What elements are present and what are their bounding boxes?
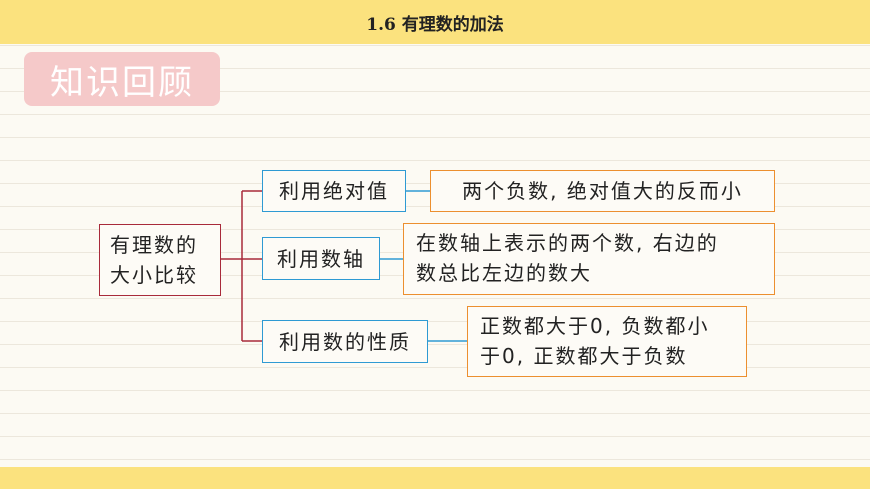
description-node-number-properties: 正数都大于0, 负数都小 于0, 正数都大于负数 bbox=[467, 306, 747, 377]
method-node-number-properties: 利用数的性质 bbox=[262, 320, 428, 363]
root-label-line-2: 大小比较 bbox=[110, 263, 198, 287]
description-line: 于0, 正数都大于负数 bbox=[480, 344, 688, 368]
method-node-absolute-value: 利用绝对值 bbox=[262, 170, 406, 212]
description-node-absolute-value: 两个负数, 绝对值大的反而小 bbox=[430, 170, 775, 212]
description-node-number-line: 在数轴上表示的两个数, 右边的 数总比左边的数大 bbox=[403, 223, 775, 295]
method-label: 利用数的性质 bbox=[279, 329, 411, 354]
root-label-line-1: 有理数的 bbox=[110, 233, 198, 257]
header-bar: 1.6 有理数的加法 bbox=[0, 0, 870, 44]
description-line: 两个负数, 绝对值大的反而小 bbox=[462, 179, 743, 203]
description-line: 正数都大于0, 负数都小 bbox=[480, 314, 710, 338]
method-label: 利用绝对值 bbox=[279, 179, 389, 203]
page-title: 1.6 有理数的加法 bbox=[366, 14, 504, 35]
method-label: 利用数轴 bbox=[277, 246, 365, 271]
section-tag-label: 知识回顾 bbox=[50, 62, 194, 103]
root-node: 有理数的 大小比较 bbox=[99, 224, 221, 296]
method-node-number-line: 利用数轴 bbox=[262, 237, 380, 280]
description-line: 在数轴上表示的两个数, 右边的 bbox=[416, 231, 719, 255]
footer-bar bbox=[0, 467, 870, 489]
section-tag: 知识回顾 bbox=[24, 52, 220, 106]
description-line: 数总比左边的数大 bbox=[416, 261, 592, 285]
